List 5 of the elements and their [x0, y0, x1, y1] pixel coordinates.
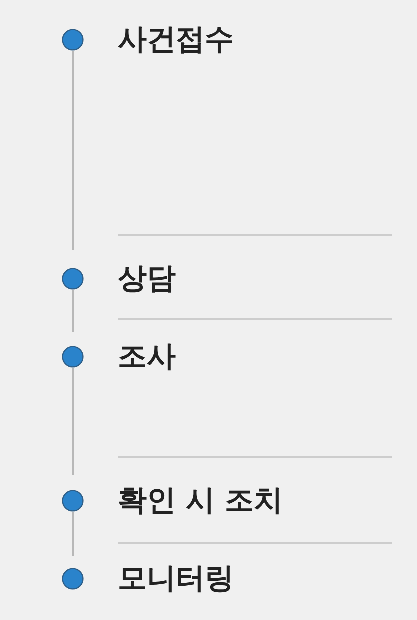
- step-label: 상담: [118, 260, 176, 296]
- step-label: 사건접수: [118, 21, 234, 57]
- step-label: 확인 시 조치: [118, 482, 284, 518]
- step-label: 조사: [118, 338, 176, 374]
- step-label: 모니터링: [118, 560, 234, 596]
